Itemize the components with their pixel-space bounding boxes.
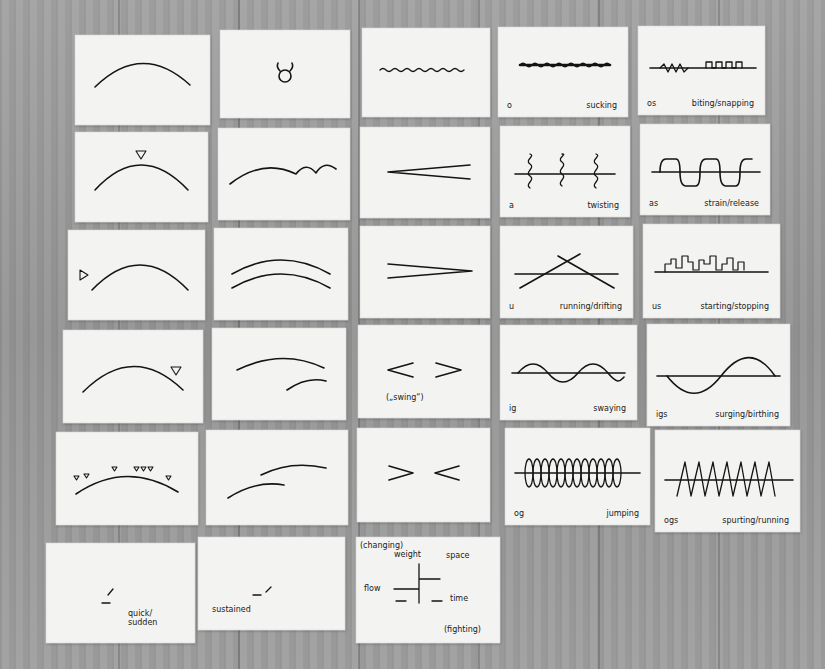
index-card: ig swaying bbox=[500, 325, 637, 420]
index-card bbox=[75, 35, 210, 125]
effort-name: swaying bbox=[593, 404, 626, 413]
index-card bbox=[206, 430, 348, 525]
index-card bbox=[63, 330, 203, 423]
index-card bbox=[498, 27, 628, 117]
effort-name: biting/snapping bbox=[692, 99, 754, 108]
index-card: a twisting bbox=[500, 126, 630, 217]
index-card bbox=[500, 126, 630, 217]
index-card: ogs spurting/running bbox=[655, 430, 800, 532]
index-card bbox=[356, 537, 500, 643]
index-card bbox=[500, 325, 637, 420]
effort-name: („swing“) bbox=[386, 393, 424, 402]
index-card bbox=[360, 226, 490, 318]
effort-name: sustained bbox=[212, 605, 251, 614]
index-card bbox=[75, 132, 208, 222]
effort-code: us bbox=[652, 302, 661, 311]
index-card: us starting/stopping bbox=[643, 224, 780, 318]
index-card bbox=[46, 543, 195, 643]
effort-name: sucking bbox=[586, 101, 617, 110]
index-card bbox=[655, 430, 800, 532]
index-card bbox=[357, 428, 490, 522]
effort-code: u bbox=[509, 302, 514, 311]
effort-code: ig bbox=[509, 404, 516, 413]
index-card bbox=[643, 224, 780, 318]
index-card: („swing“) bbox=[358, 325, 490, 418]
effort-name: twisting bbox=[587, 201, 619, 210]
effort-code: os bbox=[647, 99, 656, 108]
index-card bbox=[218, 128, 350, 220]
effort-code: ogs bbox=[664, 516, 678, 525]
effort-code: o bbox=[507, 101, 512, 110]
effort-name: starting/stopping bbox=[701, 302, 769, 311]
index-card bbox=[56, 432, 198, 525]
effort-code: og bbox=[514, 509, 524, 518]
index-card bbox=[68, 230, 205, 320]
effort-code: a bbox=[509, 201, 514, 210]
effort-name: quick/ sudden bbox=[128, 609, 170, 627]
effort-name: surging/birthing bbox=[715, 410, 779, 419]
index-card: (changing)weight space flow time (fighting) bbox=[356, 537, 500, 643]
index-card bbox=[500, 226, 633, 318]
index-card bbox=[640, 124, 770, 215]
index-card bbox=[358, 325, 490, 418]
index-card: os biting/snapping bbox=[638, 26, 765, 115]
index-card bbox=[505, 428, 650, 525]
effort-name: jumping bbox=[606, 509, 639, 518]
axis-label: space bbox=[446, 551, 469, 560]
index-card bbox=[198, 537, 345, 630]
effort-name: strain/release bbox=[704, 199, 759, 208]
note: (fighting) bbox=[444, 625, 481, 634]
index-card bbox=[212, 328, 346, 420]
index-card: o sucking bbox=[498, 27, 628, 117]
index-card: quick/ sudden bbox=[46, 543, 195, 643]
effort-code: igs bbox=[656, 410, 667, 419]
effort-code: as bbox=[649, 199, 658, 208]
index-card bbox=[647, 324, 790, 426]
index-card bbox=[214, 228, 348, 320]
index-card: as strain/release bbox=[640, 124, 770, 215]
note: (changing) bbox=[360, 541, 403, 550]
index-card bbox=[638, 26, 765, 115]
index-card: u running/drifting bbox=[500, 226, 633, 318]
index-card bbox=[360, 127, 490, 218]
axis-label: flow bbox=[364, 584, 380, 593]
effort-name: spurting/running bbox=[722, 516, 789, 525]
index-card: igs surging/birthing bbox=[647, 324, 790, 426]
index-card bbox=[362, 28, 490, 117]
effort-name: running/drifting bbox=[560, 302, 622, 311]
axis-label: weight bbox=[394, 550, 421, 559]
index-card bbox=[220, 30, 350, 118]
axis-label: time bbox=[450, 594, 468, 603]
index-card: sustained bbox=[198, 537, 345, 630]
index-card: og jumping bbox=[505, 428, 650, 525]
